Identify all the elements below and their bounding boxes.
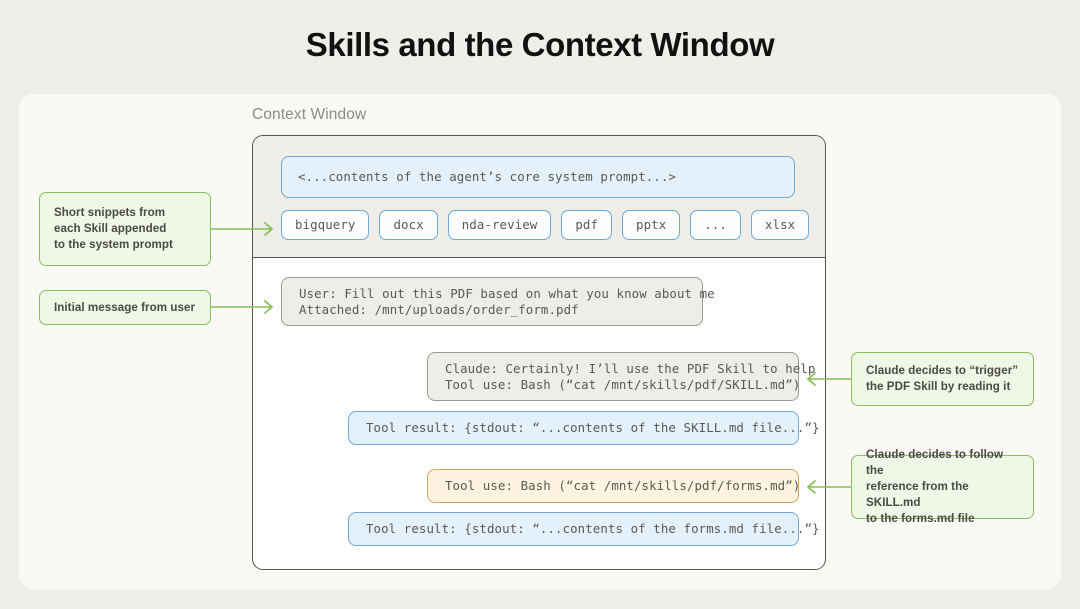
annotation-skill-snippets-text: Short snippets from each Skill appended …	[54, 206, 173, 251]
user-message-line-2: Attached: /mnt/uploads/order_form.pdf	[299, 301, 579, 317]
skill-chip-bigquery[interactable]: bigquery	[281, 210, 370, 240]
annotation-initial-message: Initial message from user	[39, 290, 211, 325]
annotation-follow-reference: Claude decides to follow the reference f…	[851, 448, 1034, 525]
system-prompt-box: <...contents of the agent’s core system …	[281, 156, 795, 198]
skill-chip-more[interactable]: ...	[690, 210, 741, 240]
conversation-area: User: Fill out this PDF based on what yo…	[253, 258, 825, 569]
annotation-trigger-skill-text: Claude decides to “trigger” the PDF Skil…	[866, 364, 1019, 393]
annotation-trigger-skill: Claude decides to “trigger” the PDF Skil…	[851, 352, 1034, 406]
skill-chip-label: pdf	[575, 217, 599, 232]
tool-result-skill-box: Tool result: {stdout: “...contents of th…	[348, 411, 820, 445]
user-message-line-1: User: Fill out this PDF based on what yo…	[299, 285, 715, 301]
page-title: Skills and the Context Window	[305, 26, 775, 63]
tool-result-skill-text: Tool result: {stdout: “...contents of th…	[366, 420, 820, 435]
tool-use-forms-text: Tool use: Bash (“cat /mnt/skills/pdf/for…	[445, 478, 801, 493]
annotation-skill-snippets: Short snippets from each Skill appended …	[39, 192, 211, 266]
skill-chip-xlsx[interactable]: xlsx	[750, 210, 810, 240]
skill-chip-label: nda-review	[461, 217, 538, 232]
skill-chip-list: bigquery docx nda-review pdf pptx ... xl…	[281, 210, 810, 240]
tool-result-forms-box: Tool result: {stdout: “...contents of th…	[348, 512, 820, 546]
claude-message-line-2: Tool use: Bash (“cat /mnt/skills/pdf/SKI…	[445, 376, 801, 392]
system-prompt-text: <...contents of the agent’s core system …	[298, 169, 676, 184]
context-window-label: Context Window	[252, 106, 367, 123]
skill-chip-nda-review[interactable]: nda-review	[447, 210, 552, 240]
skill-chip-label: bigquery	[295, 217, 356, 232]
skill-chip-label: pptx	[636, 217, 667, 232]
skill-chip-label: docx	[393, 217, 424, 232]
skill-chip-label: xlsx	[764, 217, 796, 232]
annotation-initial-message-text: Initial message from user	[54, 300, 196, 314]
skill-chip-pdf[interactable]: pdf	[561, 210, 613, 240]
annotation-follow-reference-text: Claude decides to follow the reference f…	[866, 448, 1004, 525]
tool-result-forms-text: Tool result: {stdout: “...contents of th…	[366, 521, 820, 536]
claude-message-box: Claude: Certainly! I’ll use the PDF Skil…	[427, 352, 816, 401]
skill-chip-docx[interactable]: docx	[379, 210, 438, 240]
skill-chip-pptx[interactable]: pptx	[622, 210, 681, 240]
user-message-box: User: Fill out this PDF based on what yo…	[281, 277, 715, 326]
tool-use-forms-box: Tool use: Bash (“cat /mnt/skills/pdf/for…	[427, 469, 801, 503]
context-window-container: <...contents of the agent’s core system …	[252, 135, 826, 570]
skill-chip-label: ...	[704, 217, 727, 232]
system-prompt-panel: <...contents of the agent’s core system …	[253, 136, 825, 258]
claude-message-line-1: Claude: Certainly! I’ll use the PDF Skil…	[445, 360, 816, 376]
